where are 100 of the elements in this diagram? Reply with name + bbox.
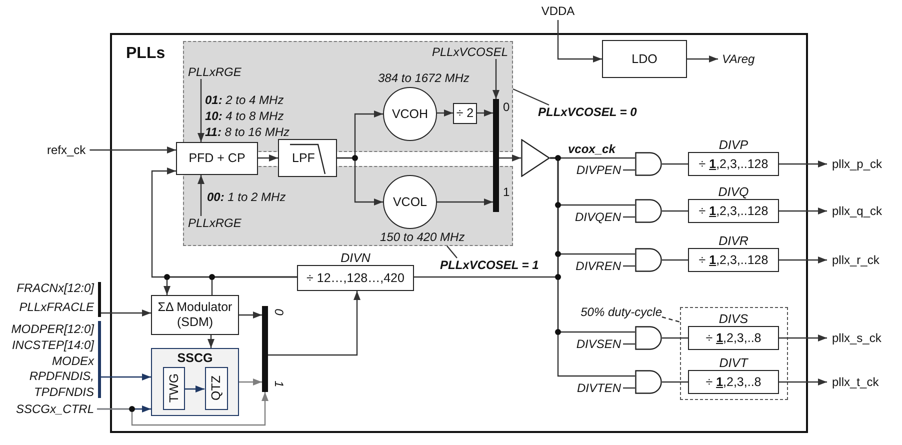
input-number: 0 <box>272 308 286 316</box>
group-title: PLLs <box>126 45 166 63</box>
block-label: VCOH <box>392 106 428 122</box>
arrow <box>779 256 827 264</box>
block-title: SSCG <box>177 351 213 365</box>
edge-label: vcox_ck <box>567 142 616 156</box>
connector-line <box>662 163 688 165</box>
signal-label: DIVREN <box>576 259 621 273</box>
regulator-block <box>602 40 687 78</box>
range-setting: 10: 4 to 8 MHz <box>205 109 284 123</box>
arrow <box>198 175 204 216</box>
block-label: TWG <box>166 373 180 403</box>
and-gate <box>635 326 662 350</box>
arrow <box>437 110 453 116</box>
frequency-range: 150 to 420 MHz <box>380 230 465 244</box>
signal-label: DIVSEN <box>576 337 621 351</box>
arrow <box>258 154 278 162</box>
mode-note: PLLxVCOSEL = 1 <box>440 258 539 272</box>
arrow <box>779 208 827 214</box>
note: 50% duty-cycle <box>580 305 662 319</box>
input-number: 1 <box>272 380 286 388</box>
connector-line <box>623 387 635 389</box>
divider-name: DIVT <box>719 356 748 370</box>
signal-label: RPDFNDIS, TPDFNDIS <box>28 369 94 400</box>
arrow <box>101 374 151 380</box>
filter-block <box>278 139 337 177</box>
signal-label: PLLxRGE <box>188 216 242 230</box>
leader-line <box>446 246 458 258</box>
signal-label: MODPER[12:0] <box>11 322 94 338</box>
arrow <box>779 378 827 386</box>
signal-label: VAreg <box>722 52 755 66</box>
divider-name: DIVS <box>718 312 748 326</box>
arrow <box>208 335 214 348</box>
signal-label: DIVTEN <box>576 381 621 395</box>
connector-line <box>623 216 635 218</box>
frequency-range: 384 to 1672 MHz <box>378 71 470 85</box>
signal-label: SSCGx_CTRL <box>16 402 94 416</box>
bus-bar <box>98 321 101 398</box>
arrow <box>499 154 521 162</box>
block-label: ÷ 2 <box>456 106 474 121</box>
divider-ratio: ÷ 1,2,3,..128 <box>698 204 768 218</box>
connector-line <box>623 343 635 345</box>
signal-label: pllx_t_ck <box>832 375 879 389</box>
signal-label: DIVPEN <box>576 163 621 177</box>
range-setting: 00: 1 to 2 MHz <box>207 190 286 204</box>
shaded-region <box>183 166 513 246</box>
signal-label: pllx_p_ck <box>832 157 882 171</box>
arrow <box>184 386 204 392</box>
arrow <box>437 198 493 206</box>
divider-ratio: ÷ 12…,128…,420 <box>306 270 404 286</box>
signal-label: PLLxFRACLE <box>19 300 94 314</box>
signal-label: VDDA <box>541 4 575 18</box>
sub-block <box>204 366 228 410</box>
arrow <box>101 310 151 316</box>
detector-block <box>176 142 258 175</box>
signal-label: pllx_s_ck <box>832 331 882 345</box>
signal-label: refx_ck <box>47 143 86 157</box>
leader-line <box>662 316 680 323</box>
arrow <box>687 56 718 62</box>
divider-ratio: ÷ 1,2,3,..8 <box>706 330 762 346</box>
arrow <box>557 20 602 62</box>
multiplexer-bar <box>493 99 499 212</box>
connector-line <box>414 157 559 278</box>
oscillator-circle <box>383 175 437 229</box>
connector-line <box>623 265 635 267</box>
leader-line <box>512 88 550 106</box>
divider-ratio: ÷ 1,2,3,..128 <box>698 156 768 172</box>
block-frame <box>110 33 808 433</box>
connector-line <box>662 210 688 212</box>
connector-line <box>662 259 688 261</box>
range-setting: 01: 2 to 4 MHz <box>205 93 284 107</box>
arrow <box>477 110 493 116</box>
divider-ratio: ÷ 1,2,3,..8 <box>706 374 762 390</box>
and-gate <box>635 152 662 176</box>
sub-block <box>162 366 184 410</box>
block-label: LDO <box>632 52 658 66</box>
and-gate <box>635 370 662 394</box>
and-gate <box>635 199 662 223</box>
arrow <box>779 160 827 168</box>
signal-label: pllx_q_ck <box>832 204 882 218</box>
signal-label: pllx_r_ck <box>832 253 880 267</box>
bus-bar <box>98 282 101 317</box>
block-label: QTZ <box>209 376 223 400</box>
buffer-triangle <box>521 139 550 177</box>
connector-line <box>662 381 688 383</box>
arrow <box>268 291 360 356</box>
sscg-block <box>151 348 239 416</box>
input-number: 1 <box>503 185 510 199</box>
arrow <box>779 334 827 342</box>
connector-line <box>623 169 635 171</box>
dashed-group-box <box>680 307 788 400</box>
block-label: LPF <box>292 150 315 166</box>
arrow <box>97 392 268 426</box>
and-gate <box>635 248 662 272</box>
connector-line <box>211 276 297 295</box>
range-setting: 11: 8 to 16 MHz <box>205 125 290 139</box>
mode-note: PLLxVCOSEL = 0 <box>538 105 637 119</box>
signal-label: PLLxVCOSEL <box>432 45 508 59</box>
divider-name: DIVP <box>718 138 748 152</box>
oscillator-circle <box>383 87 437 141</box>
